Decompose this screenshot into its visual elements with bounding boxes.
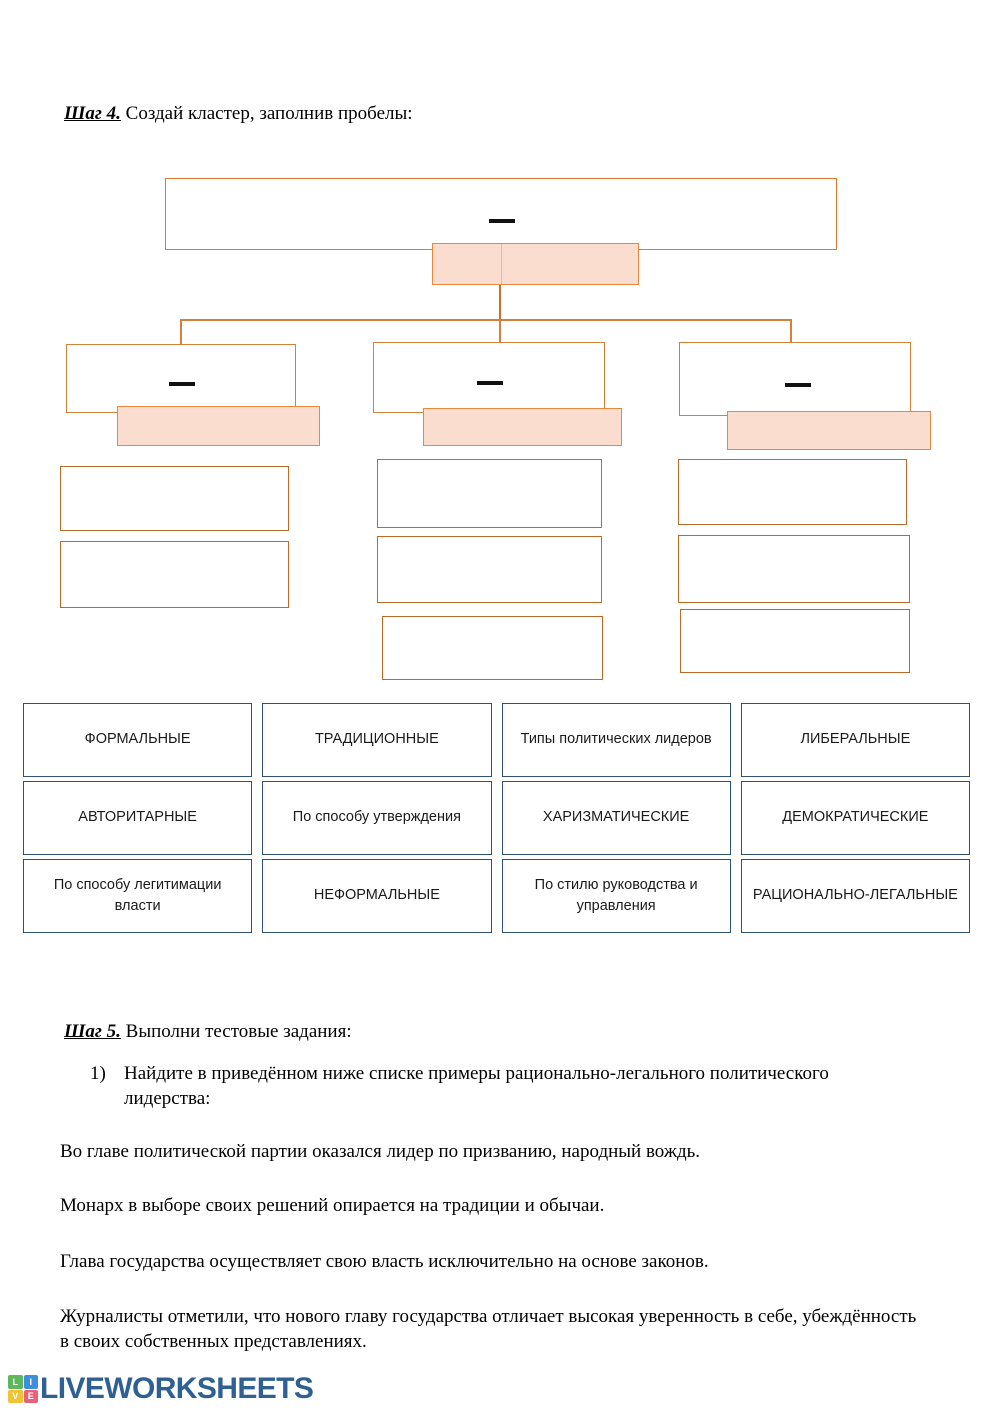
cluster-node-leaf-2-3[interactable] xyxy=(382,616,603,680)
liveworksheets-logo: L I V E LIVEWORKSHEETS xyxy=(8,1372,314,1406)
cluster-node-branch-2[interactable] xyxy=(373,342,605,413)
word-bank-item[interactable]: ФОРМАЛЬНЫЕ xyxy=(23,703,253,777)
cluster-node-branch-3[interactable] xyxy=(679,342,911,416)
cluster-node-root[interactable] xyxy=(165,178,837,250)
cluster-node-leaf-3-3[interactable] xyxy=(680,609,910,673)
question-number: 1) xyxy=(90,1063,106,1084)
test-statement[interactable]: Журналисты отметили, что нового главу го… xyxy=(60,1306,917,1353)
word-bank-item[interactable]: Типы политических лидеров xyxy=(501,703,731,777)
logo-tile-l: L xyxy=(8,1375,23,1389)
step-5-text: Выполни тестовые задания: xyxy=(125,1021,352,1042)
word-bank-item[interactable]: РАЦИОНАЛЬНО-ЛЕГАЛЬНЫЕ xyxy=(740,859,970,933)
blank-dash-root xyxy=(489,219,515,223)
word-bank: ФОРМАЛЬНЫЕ ТРАДИЦИОННЫЕ Типы политически… xyxy=(23,703,970,933)
cluster-node-leaf-3-2[interactable] xyxy=(678,535,910,603)
cluster-node-branch-1[interactable] xyxy=(66,344,296,413)
cluster-node-leaf-2-1[interactable] xyxy=(377,459,602,528)
cluster-node-leaf-1-2[interactable] xyxy=(60,541,289,608)
word-bank-item[interactable]: По способу утверждения xyxy=(262,781,492,855)
logo-tile-v: V xyxy=(8,1389,23,1403)
connector-drop-2 xyxy=(499,319,501,345)
blank-dash-branch-2 xyxy=(477,381,503,385)
logo-tiles-icon: L I V E xyxy=(8,1375,38,1403)
blank-dash-branch-3 xyxy=(785,383,811,387)
cluster-node-leaf-2-2[interactable] xyxy=(377,536,602,603)
test-question-1: 1) Найдите в приведённом ниже списке при… xyxy=(90,1062,880,1111)
logo-tile-i: I xyxy=(23,1375,38,1389)
connector-drop-1 xyxy=(180,319,182,345)
cluster-fill-root[interactable] xyxy=(432,243,639,285)
step-4-text: Создай кластер, заполнив пробелы: xyxy=(125,103,413,124)
logo-wordmark: LIVEWORKSHEETS xyxy=(40,1372,314,1405)
step-5-heading: Шаг 5. Выполни тестовые задания: xyxy=(64,1020,352,1044)
cluster-diagram xyxy=(0,0,1000,700)
word-bank-item[interactable]: ЛИБЕРАЛЬНЫЕ xyxy=(740,703,970,777)
step-4-label: Шаг 4. xyxy=(64,103,121,124)
cluster-node-leaf-1-1[interactable] xyxy=(60,466,289,531)
test-statement[interactable]: Монарх в выборе своих решений опирается … xyxy=(60,1195,605,1216)
word-bank-item[interactable]: АВТОРИТАРНЫЕ xyxy=(23,781,253,855)
cluster-fill-branch-2[interactable] xyxy=(423,408,622,446)
word-bank-item[interactable]: ДЕМОКРАТИЧЕСКИЕ xyxy=(740,781,970,855)
connector-root-down xyxy=(499,285,501,320)
cluster-node-leaf-3-1[interactable] xyxy=(678,459,907,525)
connector-drop-3 xyxy=(790,319,792,345)
blank-dash-branch-1 xyxy=(169,382,195,386)
logo-tile-e: E xyxy=(23,1389,38,1403)
word-bank-item[interactable]: ТРАДИЦИОННЫЕ xyxy=(262,703,492,777)
word-bank-item[interactable]: По способу легитимации власти xyxy=(23,859,253,933)
step-5-label: Шаг 5. xyxy=(64,1021,121,1042)
word-bank-item[interactable]: ХАРИЗМАТИЧЕСКИЕ xyxy=(501,781,731,855)
cluster-fill-branch-3[interactable] xyxy=(727,411,931,450)
question-text: Найдите в приведённом ниже списке пример… xyxy=(124,1063,829,1109)
word-bank-item[interactable]: НЕФОРМАЛЬНЫЕ xyxy=(262,859,492,933)
test-statement[interactable]: Во главе политической партии оказался ли… xyxy=(60,1141,701,1162)
fill-divider xyxy=(501,244,502,284)
step-4-heading: Шаг 4. Создай кластер, заполнив пробелы: xyxy=(64,102,413,126)
connector-bus xyxy=(180,319,792,321)
cluster-fill-branch-1[interactable] xyxy=(117,406,320,446)
word-bank-item[interactable]: По стилю руководства и управления xyxy=(501,859,731,933)
test-statement[interactable]: Глава государства осуществляет свою влас… xyxy=(60,1251,709,1272)
